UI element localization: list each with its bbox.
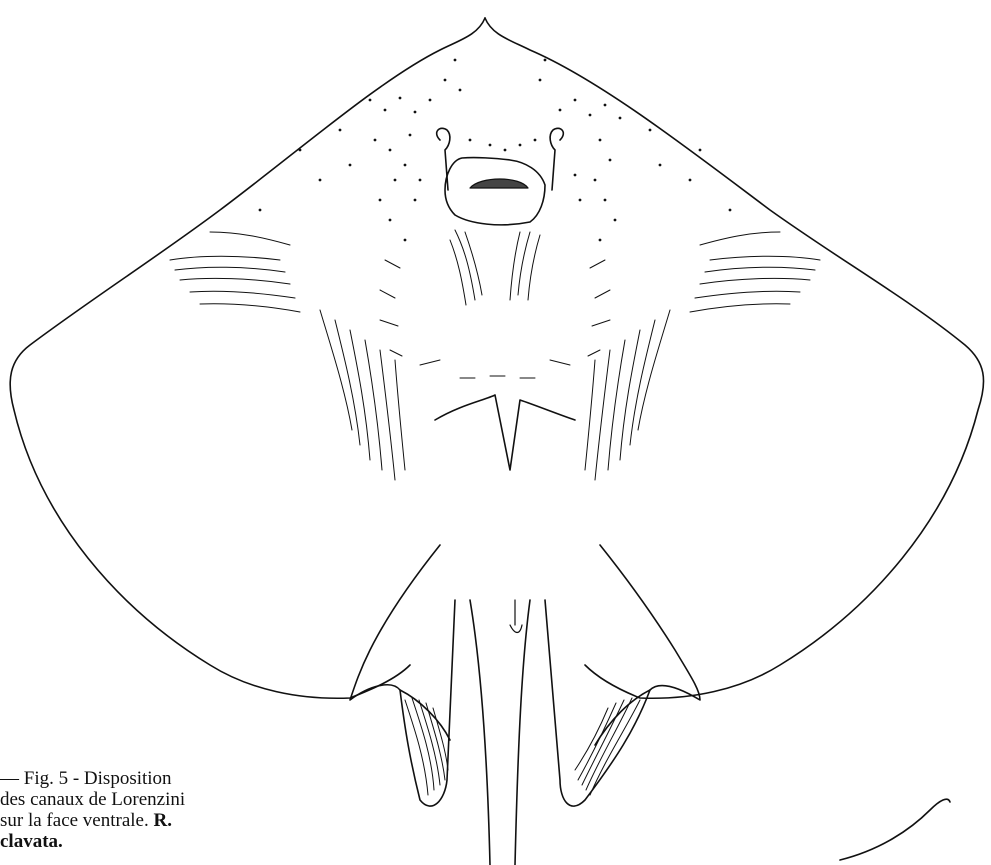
caption-line-2: des canaux de Lorenzini [0,789,270,810]
mouth-teeth [470,179,528,188]
tail-right [515,600,530,865]
lorenzini-canals-left [170,232,440,480]
caption-line-1: — Fig. 5 - Disposition [0,768,270,789]
mouth-outline [445,158,545,225]
pelvic-fin-right [545,545,700,806]
pelvic-fin-left-inner [400,690,450,740]
disc-outline [10,18,485,698]
abdominal-notch [435,395,575,470]
pelvic-fin-left [350,545,455,806]
fin-rays-left [405,698,448,795]
tail-tip [840,799,950,860]
nostril-right [550,128,563,190]
caption-species-name: clavata. [0,831,63,852]
caption-line-3-text: sur la face ventrale. [0,810,154,831]
caption-line-3: sur la face ventrale. R. [0,810,270,831]
cloaca-mark [510,600,522,633]
nostril-left [437,128,450,190]
caption-line-4: clavata. [0,831,270,852]
caption-species-genus: R. [154,810,172,831]
lorenzini-canals-center [450,230,540,378]
figure-caption: — Fig. 5 - Disposition des canaux de Lor… [0,768,270,852]
lorenzini-pores [259,59,732,242]
lorenzini-canals-right [550,232,820,480]
tail-left [470,600,490,865]
disc-outline-right [485,18,984,698]
fin-rays-right [575,698,640,795]
